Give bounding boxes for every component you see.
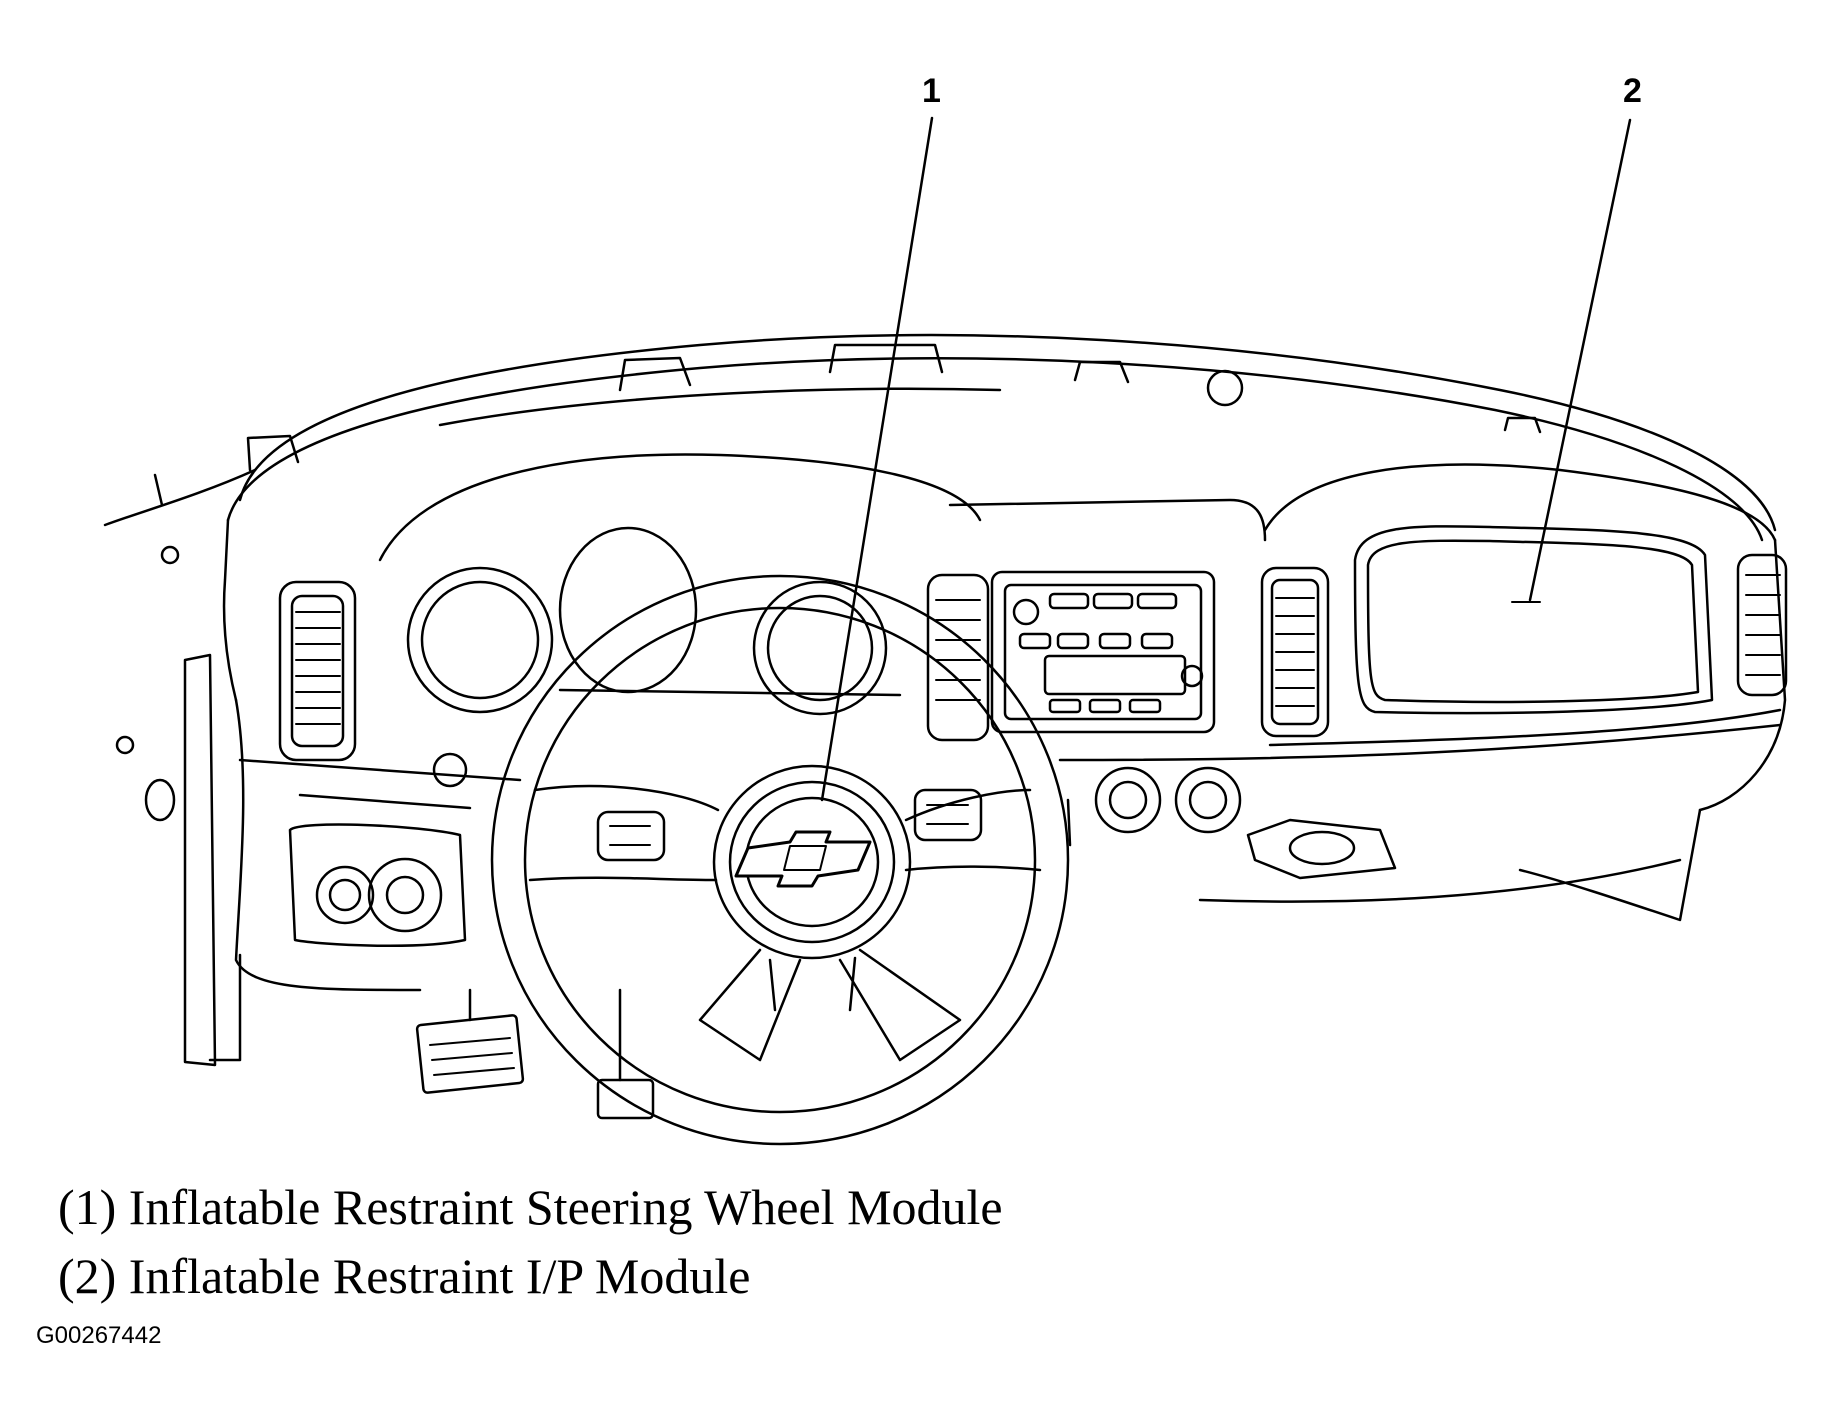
- instrument-panel: [183, 333, 1787, 1067]
- pedals: [415, 988, 655, 1120]
- figure-id: G00267442: [36, 1322, 162, 1349]
- ip-airbag-door: [1353, 525, 1714, 715]
- left-side-harness: [103, 468, 257, 822]
- air-vent-center-left: [926, 573, 990, 742]
- headlamp-switch: [315, 752, 468, 933]
- radio-center-stack: [990, 570, 1216, 734]
- legend-item-2: (2) Inflatable Restraint I/P Module: [58, 1248, 751, 1304]
- leader-line-1: [820, 116, 934, 802]
- air-vent-center-right: [1260, 566, 1330, 738]
- air-vent-left: [278, 580, 357, 762]
- legend-item-1: (1) Inflatable Restraint Steering Wheel …: [58, 1179, 1003, 1235]
- chevrolet-bowtie-icon: [734, 830, 872, 888]
- callout-2: 2: [1511, 72, 1642, 603]
- callout-1: 1: [820, 72, 941, 802]
- cup-holder: [1246, 818, 1397, 880]
- callout-number-1: 1: [922, 72, 941, 110]
- steering-wheel: [490, 574, 1070, 1146]
- callout-number-2: 2: [1623, 72, 1642, 110]
- hvac-controls: [1066, 766, 1242, 847]
- air-vent-right: [1736, 553, 1788, 697]
- leader-line-2: [1528, 118, 1632, 602]
- instrument-cluster: [406, 526, 902, 716]
